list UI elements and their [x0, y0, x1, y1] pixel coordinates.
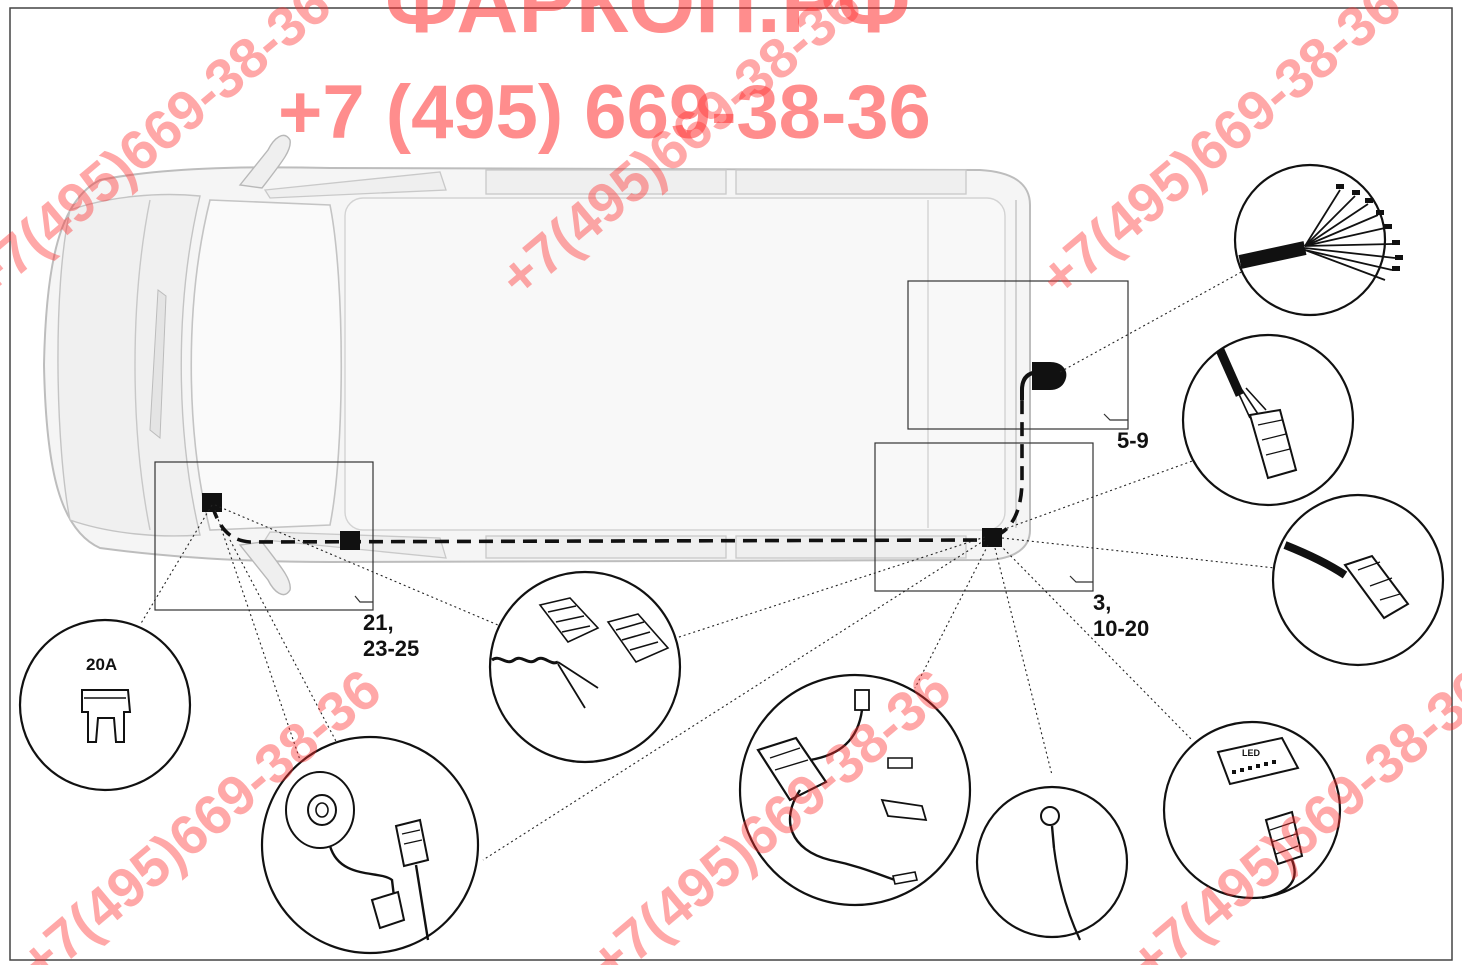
twisted-wire-icon [491, 656, 559, 665]
zoom-frame-rear-socket [907, 280, 1129, 430]
detail-fuse: 20A [18, 618, 192, 792]
rear-socket-body [1032, 362, 1067, 390]
label-rear-module-2: 10-20 [1093, 616, 1149, 641]
detail-circle-relay [738, 673, 972, 907]
plug-a-housing-icon [1248, 408, 1298, 480]
zoom-frame-rear-module [874, 442, 1094, 592]
relay-fuse-holder-icon [892, 871, 918, 885]
module-unit-label: LED [1242, 748, 1261, 758]
buzzer-icon [285, 771, 355, 849]
relay-wire-icon [788, 789, 896, 882]
buzzer-plug-icon [394, 818, 430, 868]
van-mirror-bottom [238, 541, 291, 596]
lead-cable-ends [1059, 269, 1246, 373]
front-connector-block [202, 493, 222, 512]
watermark-phone: +7 (495) 669-38-36 [278, 70, 931, 155]
ring-terminal-icon [1040, 806, 1060, 826]
wire-terminal-icons [1336, 184, 1403, 271]
module-box-icon [1216, 736, 1300, 786]
wire-fan-icon [1304, 189, 1396, 281]
detail-buzzer [260, 735, 480, 955]
detail-ground [975, 785, 1129, 941]
van-window-top-2 [735, 169, 967, 195]
van-hood-line [134, 199, 151, 531]
detail-circle-ground [975, 785, 1129, 939]
relay-housing-icon [880, 798, 928, 822]
plug-b-housing-icon [1343, 554, 1410, 620]
relay-terminal-icon [854, 689, 870, 711]
harness-rear-dashed [994, 370, 1041, 538]
van-window-top-1 [485, 169, 727, 195]
detail-plug-b [1271, 493, 1445, 667]
buzzer-connector-icon [370, 890, 406, 930]
label-rear-module-1: 3, [1093, 590, 1111, 615]
lead-buzzer-rear [482, 539, 986, 861]
relay-pins-icon [887, 757, 913, 769]
middle-connector-block [340, 531, 360, 550]
detail-module: LED [1162, 720, 1342, 900]
detail-clips [488, 570, 682, 764]
lead-buzzer-b [229, 539, 339, 746]
lead-fuse [139, 504, 213, 626]
cable-clip-icon-2 [606, 613, 670, 663]
zoom-frame-front [154, 461, 374, 611]
fuse-icon [81, 689, 132, 743]
frame-tick-front [354, 595, 373, 603]
lead-plug-top [1001, 459, 1196, 531]
lead-module [999, 544, 1193, 741]
cable-clip-icon-1 [538, 597, 600, 643]
lead-ground [994, 547, 1053, 776]
thick-cable-icon [1238, 241, 1307, 269]
detail-plug-a [1181, 333, 1355, 507]
van-roof [344, 197, 1006, 531]
diagram-frame [9, 7, 1453, 961]
detail-relay [738, 673, 972, 907]
reference-labels: 5-9 3, 10-20 21, 23-25 [363, 428, 1149, 661]
van-dash-vent [149, 289, 167, 440]
plug-b-cable-icon [1283, 541, 1348, 579]
van-window-top-front [263, 171, 447, 199]
label-rear-socket: 5-9 [1117, 428, 1149, 453]
lead-clips-rear [669, 536, 986, 641]
leader-lines [139, 269, 1276, 861]
watermark-brand: ФАРКОП.РФ [385, 0, 910, 51]
wire-harness [202, 362, 1067, 550]
van-hood [57, 193, 201, 537]
lead-buzzer-a [214, 509, 301, 761]
label-front-1: 21, [363, 610, 394, 635]
label-front-2: 23-25 [363, 636, 419, 661]
lead-plug-right [1001, 537, 1276, 569]
ground-wire-icon [1052, 847, 1081, 941]
relay-body-icon [756, 736, 828, 802]
zoom-frames [154, 280, 1129, 611]
lead-relay [914, 544, 989, 689]
rear-module-block [982, 528, 1002, 547]
module-pins-icon [1232, 760, 1276, 774]
detail-circle-clips [488, 570, 682, 764]
buzzer-wire-icon [328, 845, 397, 906]
plug-a-cable-icon [1215, 348, 1245, 397]
harness-main-dashed [210, 504, 986, 544]
van-windshield [190, 199, 343, 531]
frame-tick-module [1069, 575, 1093, 583]
detail-cable-ends [1233, 163, 1403, 317]
van-top-view [42, 134, 1031, 596]
van-mirror-top [238, 134, 291, 189]
frame-tick-socket [1103, 413, 1128, 421]
fuse-rating-label: 20A [86, 655, 117, 674]
